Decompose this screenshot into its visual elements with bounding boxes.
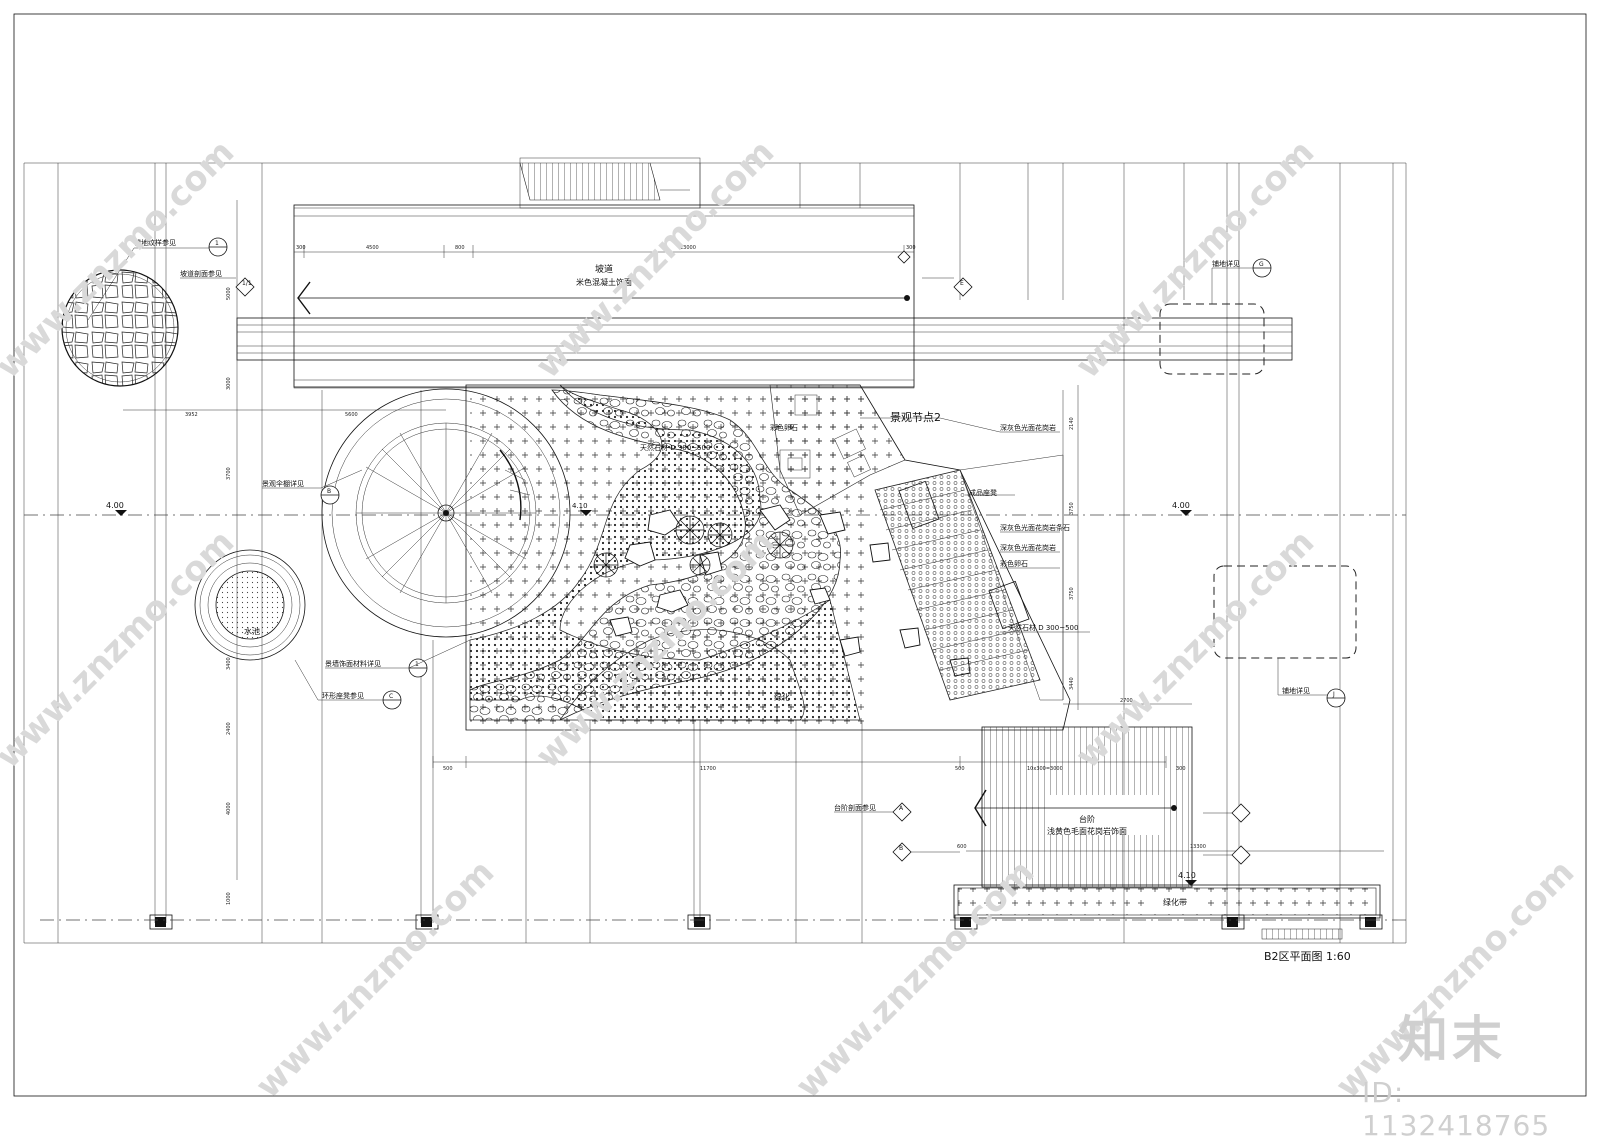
marker-1s: 1/1 xyxy=(242,280,252,287)
watermark-site-3: www.znzmo.com xyxy=(1068,132,1322,386)
callout-seat: 成品座凳 xyxy=(969,488,997,497)
dim-v3700: 3700 xyxy=(226,467,232,480)
callout-paving-detail-r2: 铺地详见 xyxy=(1282,686,1310,695)
dim-v3000: 3000 xyxy=(226,377,232,390)
dim-v5000: 5000 xyxy=(226,287,232,300)
watermark-site-4: www.znzmo.com xyxy=(0,522,242,776)
pool-label: 水池 xyxy=(244,626,260,636)
steps-material-label: 浅黄色毛面花岗岩饰面 xyxy=(1047,826,1127,836)
elevation-left: 4.00 xyxy=(106,501,124,510)
column-footings xyxy=(149,914,1383,930)
planting-mound-label: 彩色卵石 xyxy=(770,423,798,432)
marker-2: B xyxy=(327,488,331,495)
ring-seat-pool: 水池 xyxy=(194,549,306,661)
dim-v1000: 1000 xyxy=(226,892,232,905)
marker-6: G xyxy=(1259,261,1264,268)
marker-5: E xyxy=(960,280,964,287)
column-grid xyxy=(57,163,1394,943)
bottom-steps: 台阶 浅黄色毛面花岗岩饰面 xyxy=(974,726,1193,888)
green-strip: 绿化带 xyxy=(953,884,1381,940)
stone-steps xyxy=(874,454,1064,701)
watermark-site-6: www.znzmo.com xyxy=(1068,522,1322,776)
elevation-marks xyxy=(115,510,1197,886)
dim-v2400: 2400 xyxy=(226,722,232,735)
elevation-bottom: 4.10 xyxy=(1178,871,1196,880)
canopy-plan xyxy=(321,388,571,638)
marker-7: J xyxy=(1332,691,1335,698)
callout-ramp-section: 坡道剖面参见 xyxy=(180,269,222,278)
marker-1: 1 xyxy=(215,240,219,247)
dim-13300: 13300 xyxy=(1190,844,1206,850)
elevation-mid: 4.10 xyxy=(572,502,588,510)
callout-canopy-detail: 景观伞棚详见 xyxy=(262,479,304,488)
dim-600: 600 xyxy=(957,844,967,850)
watermark-site-8: www.znzmo.com xyxy=(788,852,1042,1106)
callout-markers xyxy=(208,237,1346,865)
dim-300b: 300 xyxy=(906,245,916,251)
steps-label: 台阶 xyxy=(1079,814,1095,824)
callout-pebbles: 彩色卵石 xyxy=(1000,559,1028,568)
dim-v2140: 2140 xyxy=(1069,417,1075,430)
marker-4: C xyxy=(389,693,393,700)
dim-v3400: 3400 xyxy=(226,657,232,670)
ramp: 坡道 米色混凝土饰面 xyxy=(293,204,915,389)
dashed-paving-zone-mid xyxy=(1213,565,1357,659)
callout-wall-material: 景墙饰面材料详见 xyxy=(325,659,381,668)
dim-13000: 13000 xyxy=(680,245,696,251)
callout-strip-granite: 深灰色光面花岗岩条石 xyxy=(1000,523,1070,532)
stream-label: 天然石材 D 300~500 xyxy=(640,443,710,452)
callout-granite-stone: 深灰色光面花岗岩 xyxy=(1000,543,1056,552)
callout-paving-detail-r: 铺地详见 xyxy=(1212,259,1240,268)
dim-v4000: 4000 xyxy=(226,802,232,815)
dim-500b: 500 xyxy=(955,766,965,772)
dimension-lines xyxy=(123,200,1384,880)
sheet-border xyxy=(13,13,1587,1097)
drawing-title: B2区平面图 1:60 xyxy=(1264,950,1351,963)
dim-steps: 10x300=3000 xyxy=(1027,766,1063,772)
dim-300c: 300 xyxy=(1176,766,1186,772)
dim-300a: 300 xyxy=(296,245,306,251)
dim-v3750b: 3750 xyxy=(1069,587,1075,600)
dashed-paving-zone-top xyxy=(1159,303,1265,375)
dim-3952: 3952 xyxy=(185,412,198,418)
green-strip-label: 绿化带 xyxy=(1163,897,1187,907)
brand-watermark: 知末 xyxy=(1398,1011,1506,1069)
dim-11700: 11700 xyxy=(700,766,716,772)
callout-step-section: 台阶剖面参见 xyxy=(834,803,876,812)
dim-v3750: 3750 xyxy=(1069,502,1075,515)
leader-lines xyxy=(87,247,1327,856)
drawing-frame xyxy=(23,162,1407,944)
dim-2700: 2700 xyxy=(1120,698,1133,704)
dim-5600: 5600 xyxy=(345,412,358,418)
watermark-site-7: www.znzmo.com xyxy=(248,852,502,1106)
top-stair xyxy=(519,157,701,209)
elevation-right: 4.00 xyxy=(1172,501,1190,510)
callout-light-granite: 深灰色光面花岗岩 xyxy=(1000,423,1056,432)
dim-500: 500 xyxy=(443,766,453,772)
callout-ring-seat: 环形座凳参见 xyxy=(322,691,364,700)
green-label: 绿化 xyxy=(774,692,790,702)
callout-natural-stone: 天然石材 D 300~500 xyxy=(1008,623,1078,632)
image-id: ID: 1132418765 xyxy=(1362,1076,1551,1142)
ramp-material-label: 米色混凝土饰面 xyxy=(576,277,632,287)
marker-9: B xyxy=(899,845,903,852)
marker-8: A xyxy=(899,805,904,812)
dim-v3440: 3440 xyxy=(1069,677,1075,690)
dim-4500: 4500 xyxy=(366,245,379,251)
dim-800: 800 xyxy=(455,245,465,251)
ramp-label: 坡道 xyxy=(595,263,613,275)
callout-paving-pattern: 铺地纹样参见 xyxy=(134,238,176,247)
node-title: 景观节点2 xyxy=(890,411,941,424)
